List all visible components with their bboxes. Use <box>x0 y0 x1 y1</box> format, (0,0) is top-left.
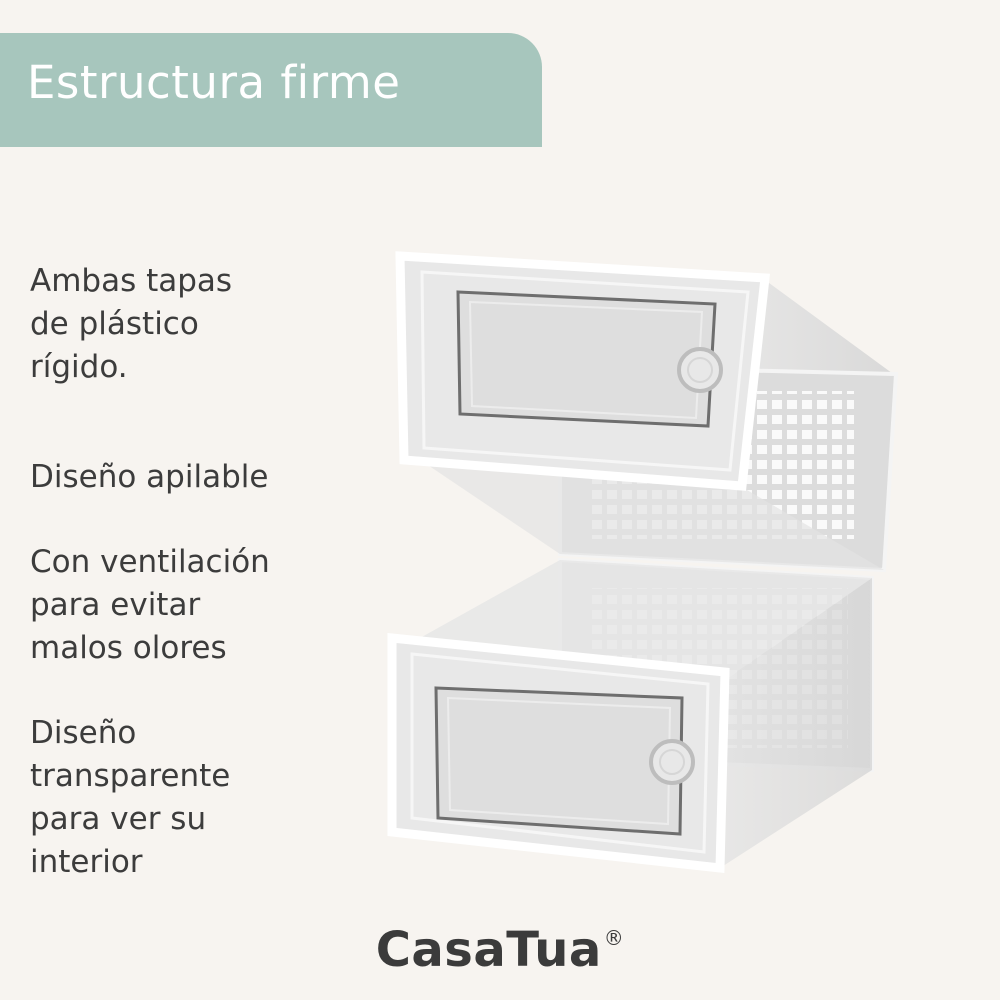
brand-logo: CasaTua® <box>0 926 1000 974</box>
feature-item-transparent: Diseño transparente para ver su interior <box>30 715 231 880</box>
registered-mark: ® <box>603 926 625 950</box>
feature-item-ventilation: Con ventilación para evitar malos olores <box>30 544 270 666</box>
feature-item-stackable: Diseño apilable <box>30 459 269 495</box>
title-banner <box>0 33 542 147</box>
page-title: Estructura firme <box>27 56 401 109</box>
stacked-shoe-boxes-image <box>387 251 899 874</box>
bottom-box <box>387 557 874 874</box>
brand-name: CasaTua <box>375 922 602 978</box>
top-box <box>395 251 899 573</box>
feature-item-rigid-lids: Ambas tapas de plástico rígido. <box>30 263 233 385</box>
